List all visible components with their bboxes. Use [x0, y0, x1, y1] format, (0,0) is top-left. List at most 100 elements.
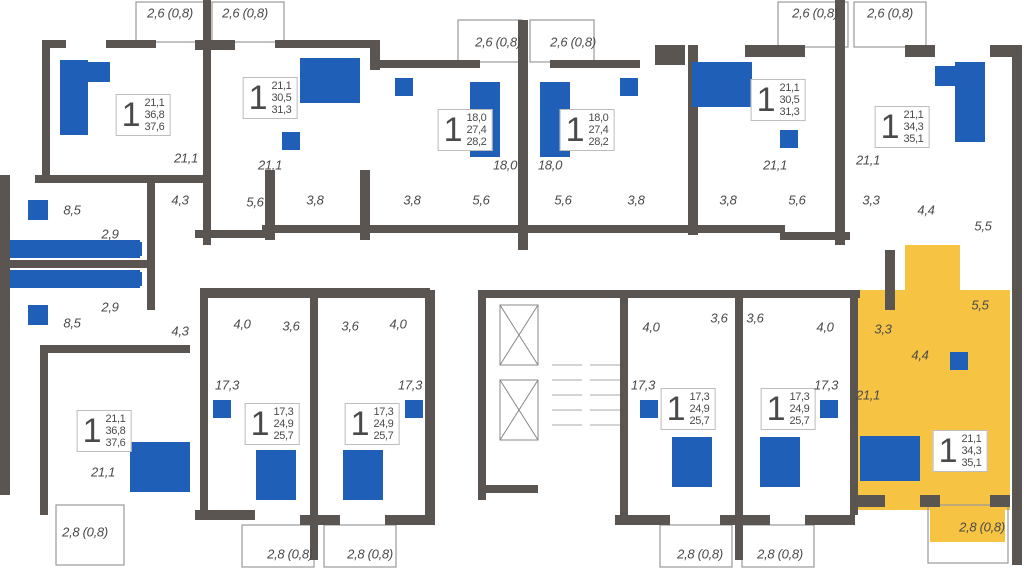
living-area: 18,0	[588, 112, 609, 124]
room-area-label: 4,4	[917, 202, 935, 218]
room-area-label: 21,1	[762, 157, 788, 173]
balcony-area-label: 2,8 (0,8)	[757, 546, 803, 562]
balcony-area-label: 2,8 (0,8)	[347, 546, 393, 562]
living-area: 17,3	[273, 406, 294, 418]
living-area: 21,1	[961, 433, 982, 445]
total-area: 30,5	[271, 92, 292, 104]
room-area-label: 3,8	[627, 192, 645, 208]
total-area-with-balcony: 37,6	[105, 437, 126, 449]
total-area-with-balcony: 28,2	[466, 136, 487, 148]
balcony-area-label: 2,8 (0,8)	[62, 524, 108, 540]
room-area-label: 3,6	[282, 318, 300, 334]
balcony-outlines	[55, 1, 1009, 568]
living-area: 21,1	[779, 82, 800, 94]
total-area: 24,9	[273, 418, 294, 430]
balcony-area-label: 2,8 (0,8)	[267, 546, 313, 562]
room-count: 1	[82, 412, 102, 450]
room-area-label: 5,6	[472, 192, 490, 208]
room-area-label: 3,6	[710, 310, 728, 326]
living-area: 21,1	[271, 80, 292, 92]
room-area-label: 4,0	[233, 316, 251, 332]
room-count: 1	[766, 390, 786, 428]
room-area-label: 5,6	[788, 192, 806, 208]
room-area-label: 3,3	[874, 321, 892, 337]
total-area: 34,3	[961, 445, 982, 457]
furniture	[10, 58, 985, 500]
room-area-label: 5,5	[971, 297, 989, 313]
room-area-label: 21,1	[173, 150, 199, 166]
balcony-area-label: 2,8 (0,8)	[677, 546, 723, 562]
total-area: 36,8	[144, 109, 165, 121]
balcony-area-label: 2,6 (0,8)	[550, 34, 596, 50]
living-area: 17,3	[373, 406, 394, 418]
room-area-label: 4,4	[911, 347, 929, 363]
total-area-with-balcony: 28,2	[588, 136, 609, 148]
room-area-label: 4,0	[642, 319, 660, 335]
total-area-with-balcony: 25,7	[373, 430, 394, 442]
room-count: 1	[443, 111, 463, 149]
total-area-with-balcony: 35,1	[903, 133, 924, 145]
room-area-label: 21,1	[855, 387, 881, 403]
room-area-label: 17,3	[397, 377, 423, 393]
room-area-label: 17,3	[813, 377, 839, 393]
total-area-with-balcony: 25,7	[789, 415, 810, 427]
total-area-with-balcony: 37,6	[144, 121, 165, 133]
total-area: 36,8	[105, 425, 126, 437]
room-area-label: 3,6	[341, 318, 359, 334]
room-area-label: 4,3	[171, 192, 189, 208]
room-area-label: 8,5	[63, 315, 81, 331]
stairs	[552, 364, 620, 426]
total-area: 24,9	[789, 403, 810, 415]
room-count: 1	[938, 432, 958, 470]
room-area-label: 2,9	[101, 226, 119, 242]
balcony-area-label: 2,6 (0,8)	[222, 5, 268, 21]
total-area: 30,5	[779, 94, 800, 106]
total-area: 24,9	[689, 403, 710, 415]
balcony-area-label: 2,6 (0,8)	[147, 5, 193, 21]
room-count: 1	[880, 108, 900, 146]
balcony-area-label: 2,6 (0,8)	[867, 5, 913, 21]
room-area-label: 5,5	[974, 218, 992, 234]
room-area-label: 17,3	[630, 377, 656, 393]
room-count: 1	[250, 405, 270, 443]
balcony-area-label: 2,6 (0,8)	[475, 34, 521, 50]
living-area: 17,3	[789, 391, 810, 403]
total-area: 27,4	[466, 124, 487, 136]
room-area-label: 21,1	[855, 152, 881, 168]
total-area: 27,4	[588, 124, 609, 136]
total-area-with-balcony: 35,1	[961, 457, 982, 469]
room-area-label: 5,6	[246, 194, 264, 210]
balcony-area-label: 2,8 (0,8)	[959, 519, 1005, 535]
room-area-label: 3,6	[746, 310, 764, 326]
elevator-shafts	[499, 304, 539, 441]
total-area: 34,3	[903, 121, 924, 133]
room-area-label: 4,3	[171, 323, 189, 339]
total-area-with-balcony: 31,3	[271, 104, 292, 116]
